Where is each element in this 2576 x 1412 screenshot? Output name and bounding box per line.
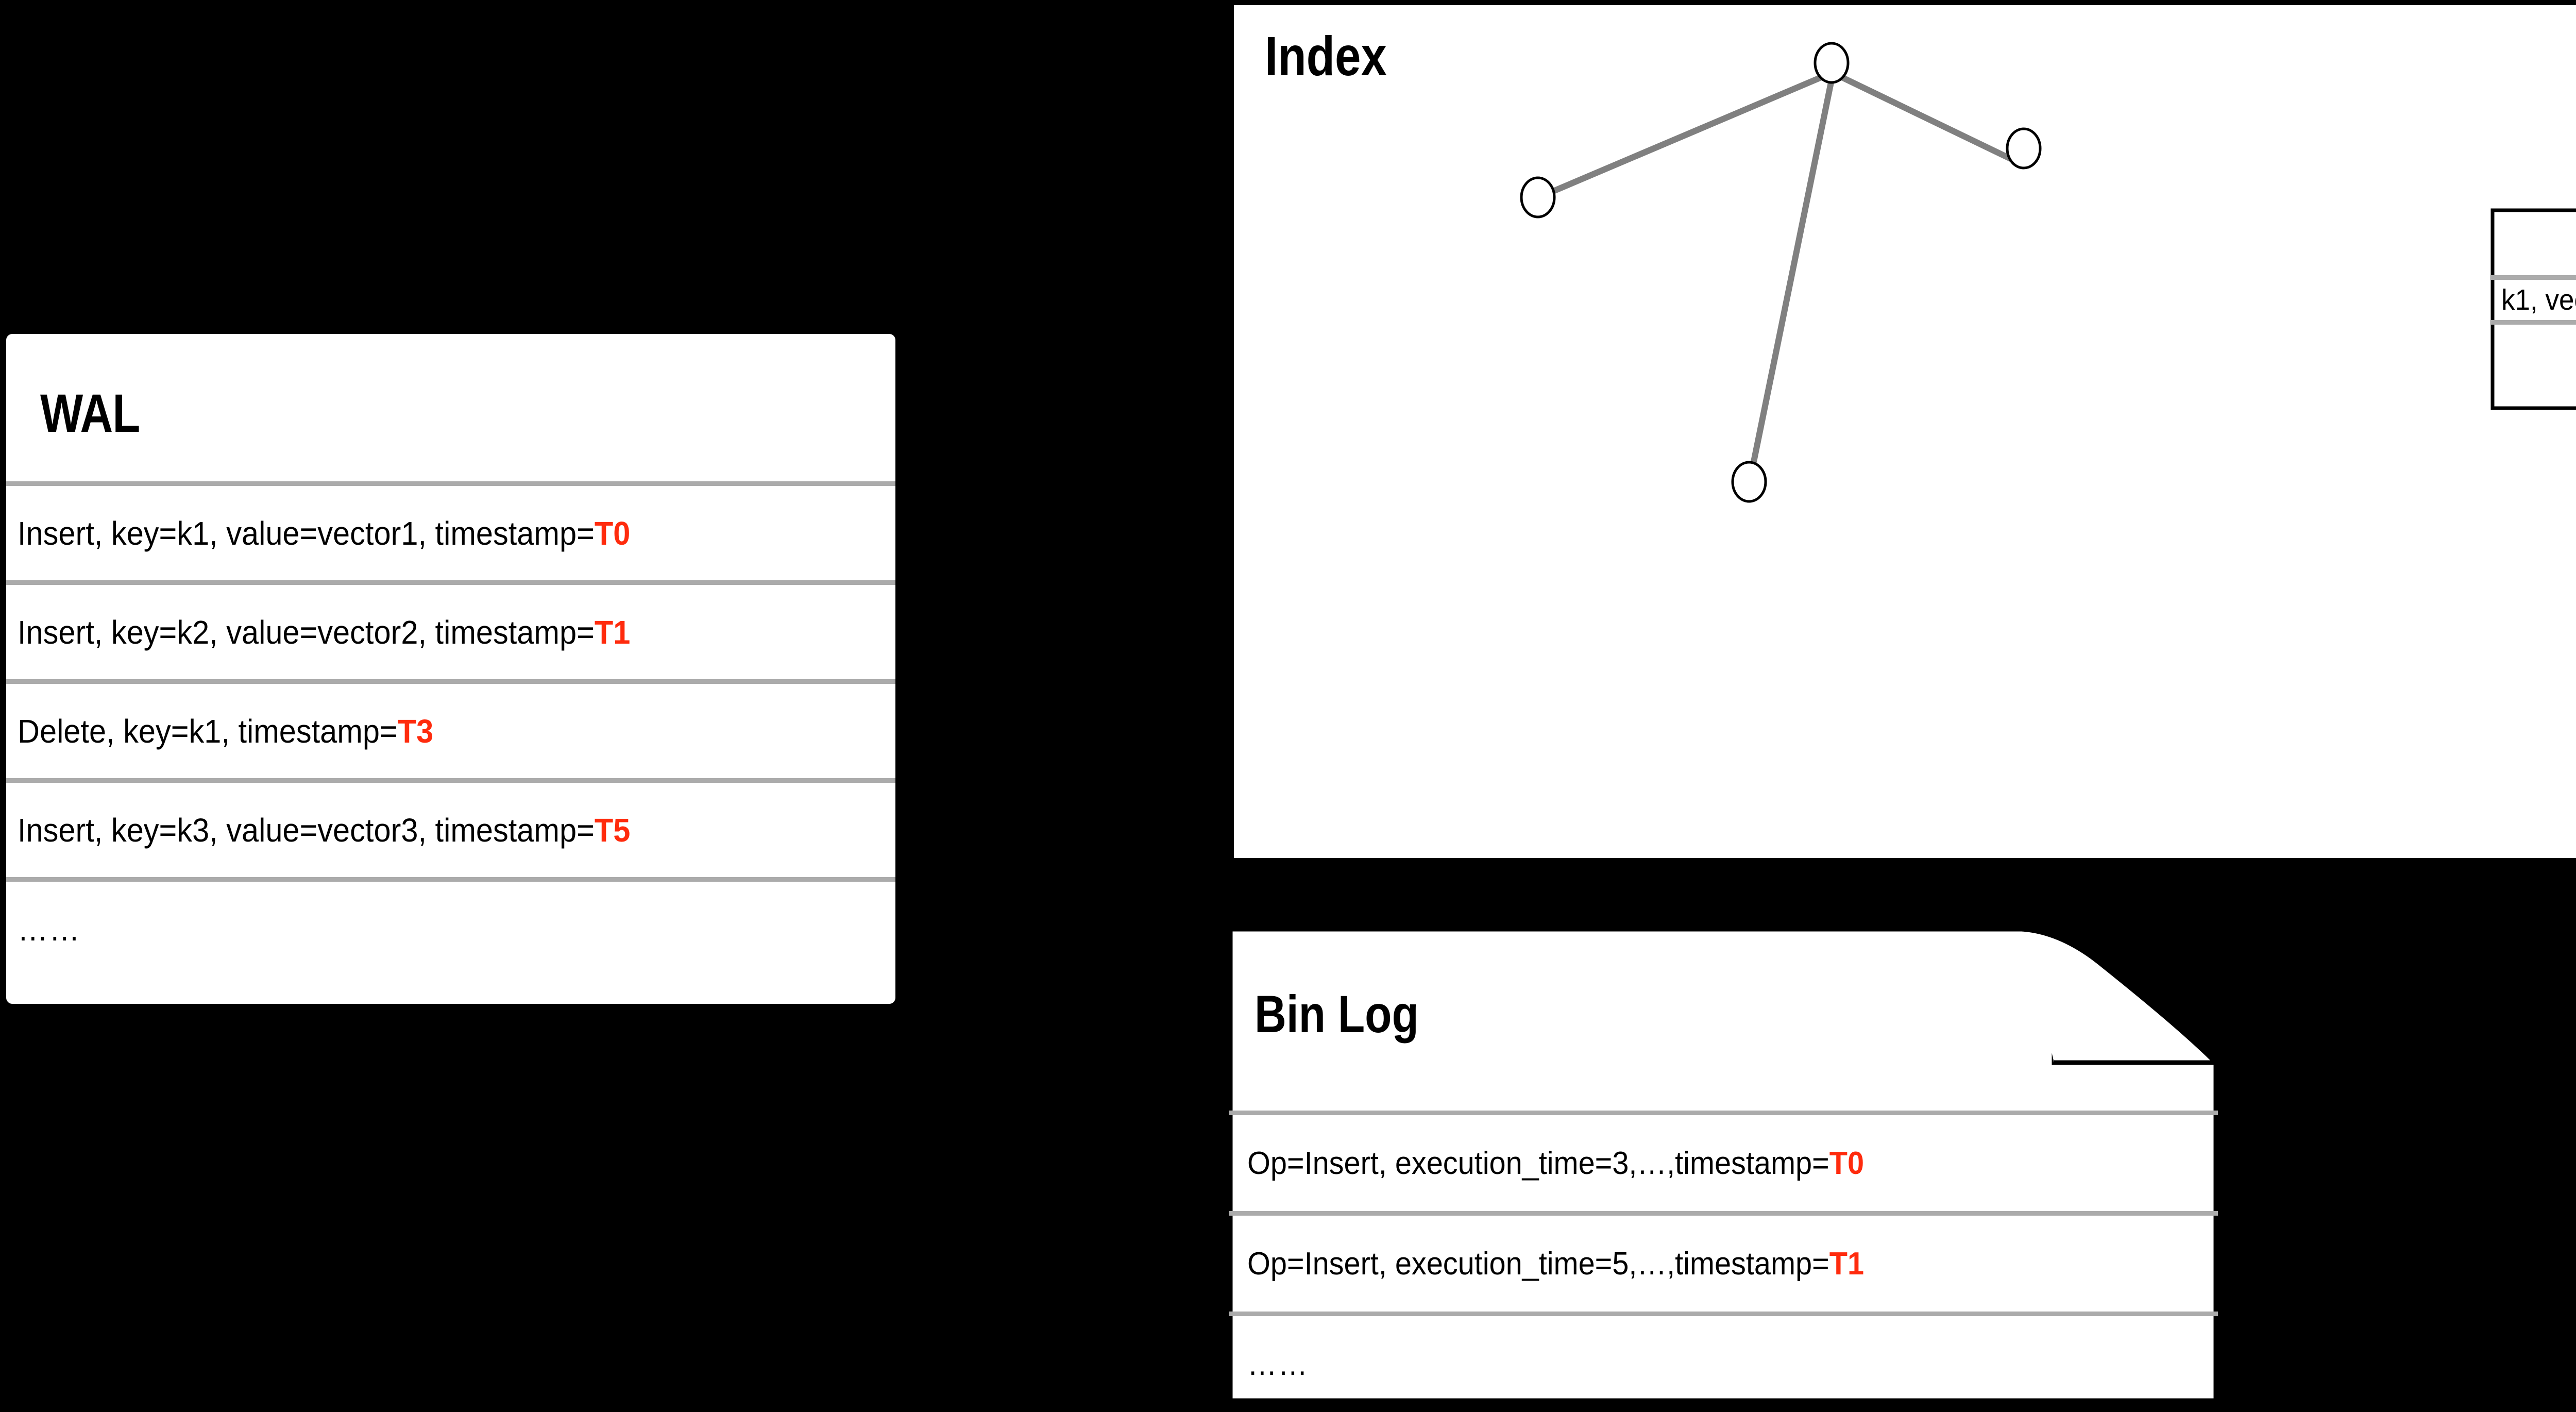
bin-log-row-text: …… <box>1247 1346 1309 1382</box>
wal-row-ellipsis: …… <box>6 877 895 976</box>
tree-edge-right <box>1840 74 2020 165</box>
wal-row-timestamp: T0 <box>594 514 631 552</box>
page-outline <box>2490 208 2576 410</box>
wal-row-timestamp: T3 <box>397 712 434 750</box>
segment-row-list: k1, vector1, timestamp=T0 …… <box>2491 275 2576 410</box>
wal-row: Insert, key=k3, value=vector3, timestamp… <box>6 778 895 877</box>
tree-node-root <box>1814 42 1850 84</box>
tree-node-right <box>2006 127 2042 170</box>
tree-edge-middle <box>1746 79 1835 485</box>
index-panel: Index k1, vector1, timestamp=T0 <box>1234 5 2576 858</box>
index-segment-k1: k1, vector1, timestamp=T0 …… <box>2490 208 2576 410</box>
document-shape <box>1228 927 2218 1403</box>
segment-row: k1, vector1, timestamp=T0 <box>2491 275 2576 320</box>
wal-row-list: Insert, key=k1, value=vector1, timestamp… <box>6 481 895 976</box>
wal-row-timestamp: T5 <box>594 811 631 849</box>
wal-row-text: Insert, key=k3, value=vector3, timestamp… <box>18 811 595 849</box>
bin-log-title: Bin Log <box>1255 985 1419 1044</box>
wal-row: Insert, key=k2, value=vector2, timestamp… <box>6 580 895 679</box>
bin-log-row-timestamp: T1 <box>1829 1246 1865 1282</box>
tree-node-middle <box>1731 461 1767 503</box>
bin-log-row: Op=Insert, execution_time=5,…,timestamp=… <box>1229 1211 2218 1312</box>
wal-title: WAL <box>40 383 140 444</box>
page-fold-corner-icon <box>2022 927 2218 1065</box>
wal-row: Insert, key=k1, value=vector1, timestamp… <box>6 481 895 580</box>
tree-nodes <box>1520 42 2042 503</box>
tree-node-left <box>1520 176 1556 218</box>
wal-row-text: Insert, key=k2, value=vector2, timestamp… <box>18 613 595 651</box>
wal-row-text: …… <box>18 910 81 948</box>
bin-log-row-text: Op=Insert, execution_time=5,…,timestamp= <box>1247 1246 1829 1282</box>
wal-card: WAL Insert, key=k1, value=vector1, times… <box>6 334 895 1004</box>
wal-row-timestamp: T1 <box>594 613 631 651</box>
index-title: Index <box>1265 25 1387 87</box>
segment-row-text: k1, vector1, timestamp= <box>2501 283 2576 316</box>
document-shape <box>2490 208 2576 410</box>
wal-row: Delete, key=k1, timestamp=T3 <box>6 679 895 778</box>
segment-row-ellipsis: …… <box>2491 320 2576 365</box>
wal-row-text: Insert, key=k1, value=vector1, timestamp… <box>18 514 595 552</box>
tree-edge-left <box>1546 74 1823 197</box>
tree-edges <box>1546 74 2020 485</box>
index-tree <box>1520 42 2042 503</box>
bin-log-row-timestamp: T0 <box>1829 1145 1865 1181</box>
bin-log-row-list: Op=Insert, execution_time=3,…,timestamp=… <box>1229 1111 2218 1402</box>
wal-row-text: Delete, key=k1, timestamp= <box>18 712 398 750</box>
bin-log-card: Bin Log Op=Insert, execution_time=3,…,ti… <box>1228 927 2218 1403</box>
bin-log-row-text: Op=Insert, execution_time=3,…,timestamp= <box>1247 1145 1829 1181</box>
bin-log-row: Op=Insert, execution_time=3,…,timestamp=… <box>1229 1111 2218 1211</box>
bin-log-row-ellipsis: …… <box>1229 1312 2218 1412</box>
